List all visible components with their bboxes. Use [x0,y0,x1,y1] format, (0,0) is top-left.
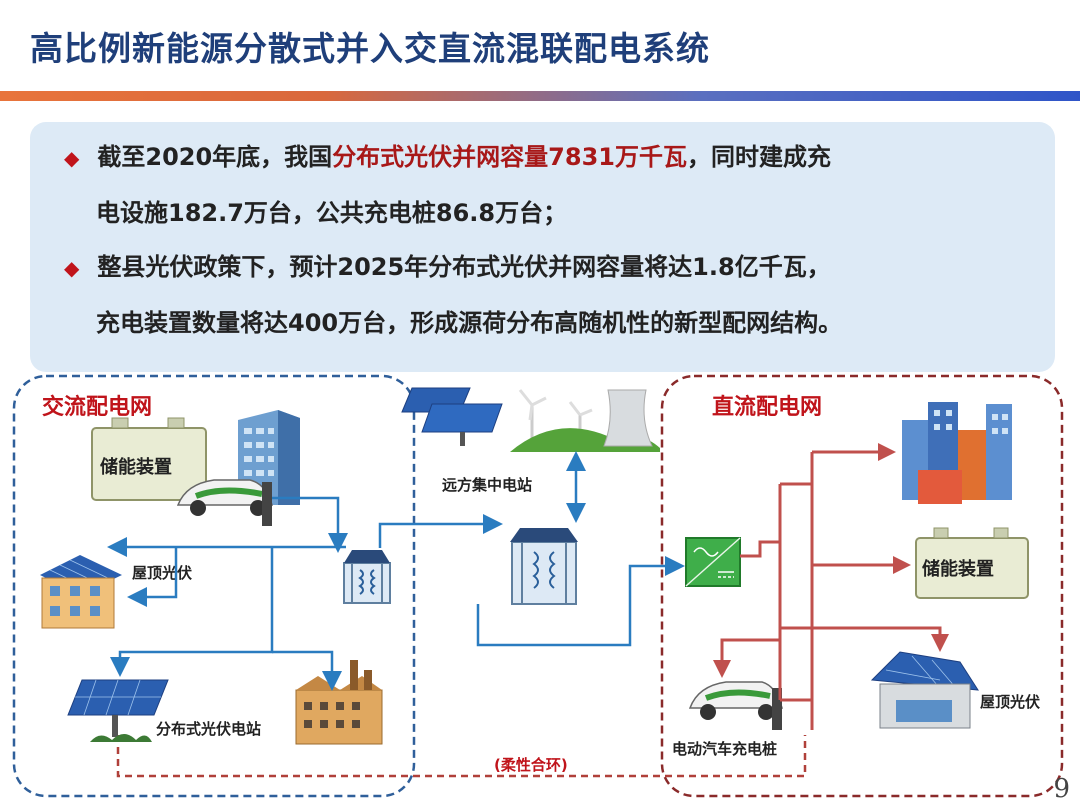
ac-line-rooftop [127,547,178,607]
ev-charger-label: 电动汽车充电桩 [672,740,777,758]
ac-line-building [272,496,348,553]
factory-icon [295,660,383,745]
bullet-2: ◆ 整县光伏政策下，预计2025年分布式光伏并网容量将达1.8亿千瓦， [64,242,831,293]
ac-storage-battery-icon [91,417,207,501]
bullet-1-pre: 截至2020年底，我国 [97,143,333,171]
diamond-bullet-icon: ◆ [64,256,80,280]
bullet-1-line2: 电设施182.7万台，公共充电桩86.8万台； [96,199,568,227]
dc-storage-battery-icon [915,527,1029,599]
flexible-loop-line [116,735,807,778]
flexible-loop-label: (柔性合环) [494,756,568,774]
info-box: ◆ 截至2020年底，我国分布式光伏并网容量7831万千瓦，同时建成充 电设施18… [30,122,1055,372]
page-number: 9 [1053,774,1070,804]
bullet-2-pre: 整县光伏政策下，预计2025年分布式光伏并网容量将达1.8亿千瓦， [97,253,831,281]
dc-line-converter-bus [740,540,780,558]
bullet-1-highlight: 分布式光伏并网容量7831万千瓦 [332,143,687,171]
dc-rooftop-pv-house-icon [870,651,979,729]
cooling-tower-icon [603,389,653,447]
diamond-bullet-icon: ◆ [64,146,80,170]
dc-rooftop-pv-label: 屋顶光伏 [980,693,1040,711]
dc-connections [713,443,949,730]
ac-grid-boundary [12,374,416,798]
ac-connections [107,451,685,691]
ac-line-xfmr-center [378,514,503,548]
dc-grid-boundary [660,374,1064,798]
ac-rooftop-pv-label: 屋顶光伏 [132,564,192,582]
bullet-2-line2: 充电装置数量将达400万台，形成源荷分布高随机性的新型配网结构。 [96,309,843,337]
ac-line-dist-pv [110,547,274,677]
remote-pv-panels-icon [401,387,503,446]
city-buildings-icon [902,402,1012,504]
dc-storage-label: 储能装置 [921,558,994,580]
ac-line-factory [272,650,342,691]
distributed-pv-panel-icon [67,679,169,742]
bullet-1: ◆ 截至2020年底，我国分布式光伏并网容量7831万千瓦，同时建成充 [64,132,831,183]
ac-distributed-pv-label: 分布式光伏电站 [156,720,261,738]
dc-grid-label: 直流配电网 [712,394,822,420]
dc-line-ev [713,638,780,678]
ac-line-center-converter [476,556,685,647]
ac-grid-label: 交流配电网 [42,394,152,420]
page-title: 高比例新能源分散式并入交直流混联配电系统 [30,29,710,68]
ac-dc-converter-icon [685,537,741,587]
dc-line-rooftop [780,626,949,652]
ac-transformer-icon [343,550,391,604]
dc-electric-car-icon [688,681,783,730]
center-transformer-icon [510,528,578,605]
ac-electric-car-icon [176,479,273,526]
bullet-1-post: ，同时建成充 [686,143,831,171]
remote-station-label: 远方集中电站 [442,476,532,494]
title-underline [0,91,1080,101]
ac-rooftop-pv-house-icon [40,555,122,629]
ac-storage-label: 储能装置 [99,456,172,478]
